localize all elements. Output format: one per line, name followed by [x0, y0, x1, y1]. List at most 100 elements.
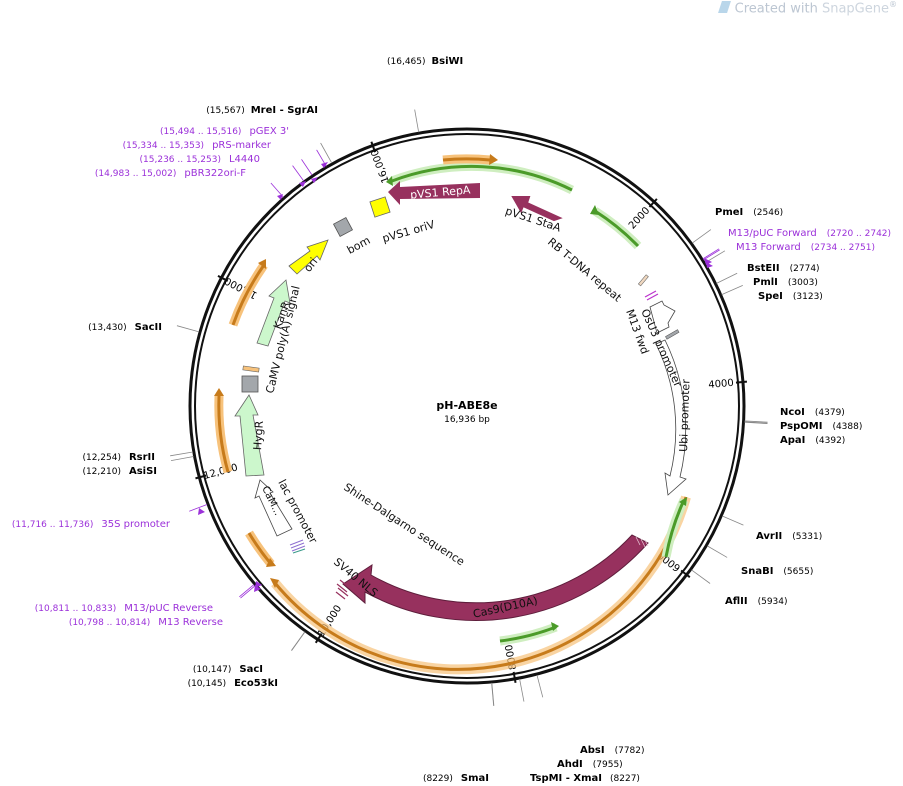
arc-arrowhead-cas9-orange: [270, 578, 279, 588]
site-snabi: SnaBI(5655): [741, 566, 813, 577]
primer-m13-puc-reverse: (10,811 .. 10,833)M13/pUC Reverse: [35, 603, 213, 614]
tick-label: 4000: [708, 378, 734, 391]
pvs1-oriv-box[interactable]: [369, 196, 391, 218]
watermark-prefix: Created with: [734, 1, 822, 17]
orange-arc-left-upper-line: [231, 264, 266, 326]
cas9-hatch: [635, 536, 649, 548]
backbone-outer-ring: [188, 127, 746, 685]
camv-polya-bar[interactable]: [242, 365, 260, 373]
label-ubi: Ubi promoter: [677, 379, 693, 453]
site-eco53ki: (10,145)Eco53kI: [188, 678, 278, 689]
green-arc-top-line: [391, 164, 573, 192]
orange-arc-lower-left-line: [247, 532, 273, 565]
label-pvs1-repa: pVS1 RepA: [410, 183, 472, 201]
primer-pgex3: (15,494 .. 15,516)pGEX 3': [160, 126, 289, 137]
tick-label: 12,000: [202, 462, 239, 482]
ori-feature-arrow[interactable]: [288, 239, 329, 275]
site-leader-line: [744, 421, 768, 425]
site-leader-line: [692, 229, 712, 244]
site-pspomi: PspOMI(4388): [780, 421, 862, 432]
primer-leader-line: [240, 585, 256, 599]
primer-m13-puc-forward: M13/pUC Forward(2720 .. 2742): [728, 228, 891, 239]
arc-arrowhead-bottom-green: [551, 622, 559, 631]
pvs1-repa-feature-arrow[interactable]: [388, 181, 480, 205]
site-smai: (8229)SmaI: [423, 773, 489, 784]
pvs1-staa-feature-arrow[interactable]: [511, 196, 563, 222]
primer-labels: (15,494 .. 15,516)pGEX 3' (15,334 .. 15,…: [12, 126, 891, 628]
site-saci: (10,147)SacI: [193, 664, 263, 675]
site-leader-line: [414, 109, 420, 133]
primer-m13-reverse: (10,798 .. 10,814)M13 Reverse: [69, 617, 223, 628]
site-ahdi: AhdI(7955): [557, 759, 623, 770]
ubi-promoter-arrow[interactable]: [655, 339, 687, 496]
tick-mark: [680, 569, 691, 579]
site-leader-line: [536, 674, 544, 698]
arc-arrowhead-right-green-2: [679, 497, 687, 506]
tick-mark: [217, 274, 229, 282]
arc-arrowhead-left-orange: [258, 259, 266, 269]
plasmid-length: 16,936 bp: [444, 415, 490, 425]
site-leader-line: [691, 569, 711, 584]
kanr-feature-arrow[interactable]: [256, 279, 291, 347]
m13-fwd-marks: [644, 290, 659, 301]
arc-arrowhead-lower-left-orange: [266, 558, 276, 567]
site-pmli: PmlI(3003): [753, 277, 818, 288]
site-leader-line: [170, 456, 194, 462]
site-bsiwi: (16,465)BsiWI: [387, 56, 463, 67]
site-leader-line: [744, 420, 768, 423]
camv-promoter-arrow[interactable]: [254, 479, 293, 537]
site-leader-line: [744, 421, 768, 424]
site-apai: ApaI(4392): [780, 435, 845, 446]
tick-mark: [370, 141, 377, 153]
lac-green-marks: [292, 548, 306, 554]
primer-m13-forward: M13 Forward(2734 .. 2751): [736, 242, 875, 253]
site-leader-line: [721, 285, 743, 295]
label-pvs1-oriv: pVS1 oriV: [381, 218, 437, 245]
primer-markers: [198, 162, 713, 592]
site-avrii: AvrII(5331): [756, 531, 822, 542]
site-absi: AbsI(7782): [580, 745, 645, 756]
bom-box[interactable]: [332, 216, 354, 238]
osu3-promoter-arrow[interactable]: [649, 300, 676, 334]
lac-promoter-marks: [289, 539, 306, 552]
site-leader-line: [519, 678, 525, 702]
plasmid-name: pH-ABE8e: [436, 399, 497, 412]
primer-leader-line: [239, 584, 255, 598]
site-leader-line: [291, 631, 306, 651]
site-leader-line: [176, 325, 200, 333]
hygr-feature-arrow[interactable]: [234, 394, 265, 477]
backbone-inner-ring: [194, 133, 740, 679]
arc-arrowhead-left-orange-2: [214, 388, 224, 396]
rb-tdna-repeat-bar[interactable]: [637, 274, 649, 287]
site-pmei: PmeI(2546): [715, 207, 783, 218]
tick-mark: [648, 198, 658, 208]
primer-leader-line: [703, 249, 720, 261]
snapgene-watermark: Created with SnapGene®: [717, 0, 897, 17]
site-asisi: (12,210)AsiSI: [82, 466, 157, 477]
cas9-feature-arrow[interactable]: [342, 534, 649, 621]
site-leader-line: [320, 142, 333, 164]
site-aflii: AflII(5934): [725, 596, 788, 607]
site-leader-line: [716, 272, 738, 284]
primer-leader-line: [292, 165, 305, 182]
tick-mark: [314, 633, 323, 644]
tick-mark: [735, 380, 748, 384]
small-grey-box-left[interactable]: [241, 375, 259, 393]
primer-leader-line: [189, 504, 208, 512]
watermark-brand: SnapGene: [821, 1, 889, 17]
site-ncoi: NcoI(4379): [780, 407, 845, 418]
tick-label: 2000: [627, 205, 652, 231]
site-mrei-sgrai: (15,567)MreI - SgrAI: [206, 105, 318, 116]
ubi-start-box: [665, 329, 680, 340]
arc-arrowhead-top-green: [386, 176, 393, 186]
label-shine: Shine-Dalgarno sequence: [341, 481, 467, 569]
primer-pbr322ori-f: (14,983 .. 15,002)pBR322ori-F: [95, 168, 246, 179]
primer-leader-line: [301, 159, 313, 176]
tick-label: 16,000: [370, 148, 392, 185]
site-labels: (16,465)BsiWI (15,567)MreI - SgrAI PmeI(…: [82, 56, 862, 784]
site-bsteii: BstEII(2774): [747, 263, 820, 274]
site-leader-line: [707, 545, 728, 558]
arc-arrowhead-right-green: [590, 205, 599, 215]
site-tspmi-xmai: TspMI - XmaI(8227): [530, 773, 640, 784]
